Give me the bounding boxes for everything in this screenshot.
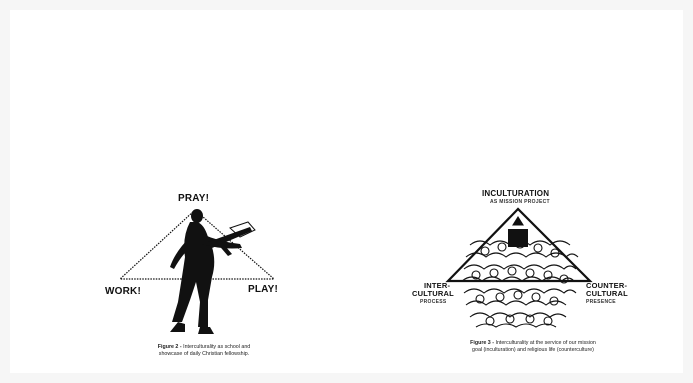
figure-2: PRAY! WORK! PLAY! Figure 2 - Intercultur… bbox=[90, 182, 300, 362]
figure-2-caption: Figure 2 - Interculturality as school an… bbox=[114, 344, 294, 358]
caption-prefix: Figure 3 - bbox=[470, 340, 494, 346]
label-presence: PRESENCE bbox=[586, 299, 616, 305]
figure-2-drawing bbox=[90, 182, 300, 362]
crowd-illustration bbox=[462, 217, 578, 331]
label-mission-project: AS MISSION PROJECT bbox=[490, 199, 550, 205]
document-page: PRAY! WORK! PLAY! Figure 2 - Intercultur… bbox=[10, 10, 683, 373]
label-work: WORK! bbox=[105, 286, 141, 297]
label-inter-cultural: CULTURAL bbox=[412, 289, 454, 298]
caption-line-1: Interculturality at the service of our m… bbox=[495, 340, 595, 346]
caption-prefix: Figure 2 - bbox=[158, 344, 182, 350]
caption-line-2: showcase of daily Christian fellowship. bbox=[159, 351, 249, 357]
label-play: PLAY! bbox=[248, 284, 278, 295]
figure-3-drawing bbox=[390, 185, 680, 365]
label-pray: PRAY! bbox=[178, 193, 209, 204]
label-inculturation: INCULTURATION bbox=[482, 189, 549, 198]
label-counter-cultural: CULTURAL bbox=[586, 289, 628, 298]
figure-3-caption: Figure 3 - Interculturality at the servi… bbox=[398, 340, 668, 354]
musician-figure-illustration bbox=[170, 209, 255, 334]
label-process: PROCESS bbox=[420, 299, 447, 305]
figure-3: INCULTURATION AS MISSION PROJECT INTER- … bbox=[390, 185, 680, 365]
caption-line-2: goal (inculturation) and religious life … bbox=[472, 347, 594, 353]
caption-line-1: Interculturality as school and bbox=[183, 344, 250, 350]
